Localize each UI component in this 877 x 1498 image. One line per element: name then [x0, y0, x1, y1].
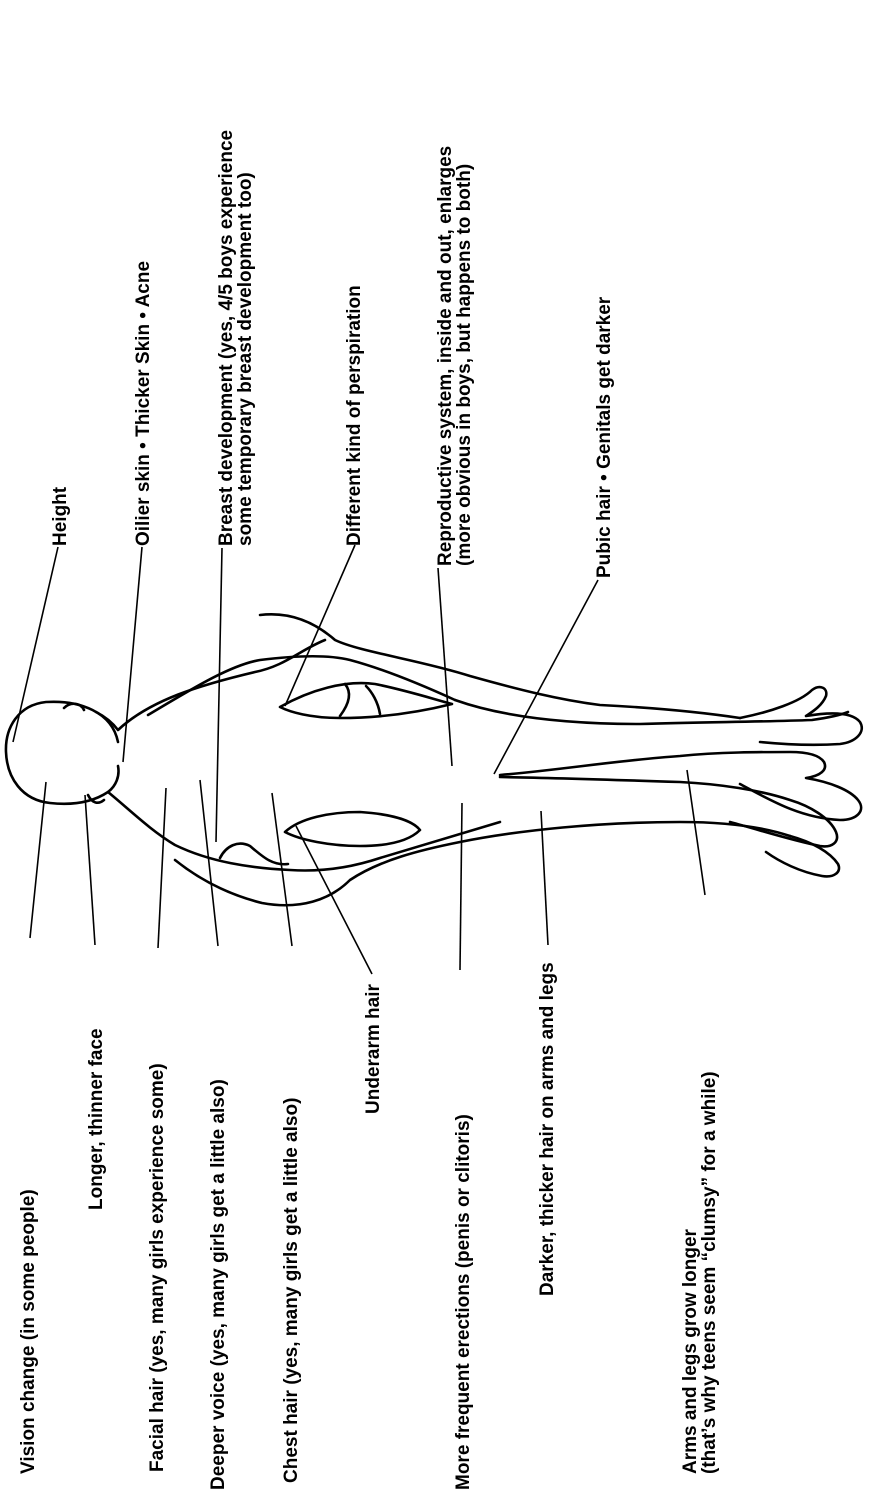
label-longer-limbs: Arms and legs grow longer (that’s why te…	[680, 1071, 720, 1474]
leader-lines	[13, 545, 705, 974]
label-reproductive-system: Reproductive system, inside and out, enl…	[435, 140, 475, 566]
label-breast-line-2: some temporary breast development too)	[235, 172, 256, 546]
leader-facial-hair	[158, 788, 166, 948]
leader-voice	[200, 780, 218, 946]
label-longer-face: Longer, thinner face	[86, 1028, 107, 1210]
label-facial-hair: Facial hair (yes, many girls experience …	[147, 1063, 168, 1472]
lower-armpit-outline	[285, 812, 420, 846]
leader-erections	[460, 803, 462, 970]
lower-arm-inner-outline	[220, 844, 288, 865]
leader-pubic	[494, 580, 598, 774]
label-oilier-skin: Oilier skin • Thicker Skin • Acne	[133, 261, 154, 546]
leader-underarm	[296, 826, 372, 974]
label-reproductive-line-1: Reproductive system, inside and out, enl…	[435, 146, 456, 566]
leader-limb-hair	[541, 811, 548, 945]
ear-outline	[64, 704, 104, 803]
lower-arm-outline	[175, 822, 790, 905]
upper-leg-inner-outline	[500, 752, 861, 820]
label-limbs-line-1: Arms and legs grow longer	[680, 1228, 701, 1474]
leader-limbs	[687, 770, 705, 895]
upper-armpit-inner	[340, 684, 380, 716]
label-breast-line-1: Breast development (yes, 4/5 boys experi…	[216, 130, 237, 546]
leader-perspiration	[285, 545, 355, 706]
label-vision-change: Vision change (in some people)	[18, 1189, 39, 1474]
body-figure	[6, 614, 862, 905]
label-darker-hair: Darker, thicker hair on arms and legs	[537, 962, 558, 1296]
label-pubic-hair: Pubic hair • Genitals get darker	[594, 296, 615, 578]
leader-height	[13, 547, 58, 742]
torso-lower-outline	[108, 792, 500, 871]
leader-breast	[216, 548, 222, 842]
labels-bottom: Vision change (in some people) Longer, t…	[18, 962, 720, 1490]
label-underarm-hair: Underarm hair	[363, 984, 384, 1114]
label-limbs-line-2: (that’s why teens seem “clumsy” for a wh…	[699, 1071, 720, 1474]
head-outline	[6, 702, 119, 804]
leader-face	[85, 795, 95, 945]
label-breast-development: Breast development (yes, 4/5 boys experi…	[216, 125, 256, 546]
label-height: Height	[50, 486, 71, 546]
label-perspiration: Different kind of perspiration	[344, 285, 365, 546]
leader-oilier-skin	[123, 547, 142, 762]
label-reproductive-line-2: (more obvious in boys, but happens to bo…	[454, 164, 475, 566]
upper-hand-outline	[740, 687, 862, 745]
label-deeper-voice: Deeper voice (yes, many girls get a litt…	[208, 1079, 229, 1490]
leader-vision	[30, 782, 46, 938]
labels-top: Height Oilier skin • Thicker Skin • Acne…	[50, 125, 615, 578]
label-chest-hair: Chest hair (yes, many girls get a little…	[281, 1098, 302, 1483]
label-frequent-erections: More frequent erections (penis or clitor…	[453, 1114, 474, 1490]
upper-arm-outline	[260, 614, 740, 718]
upper-arm-inner-outline	[148, 656, 455, 715]
